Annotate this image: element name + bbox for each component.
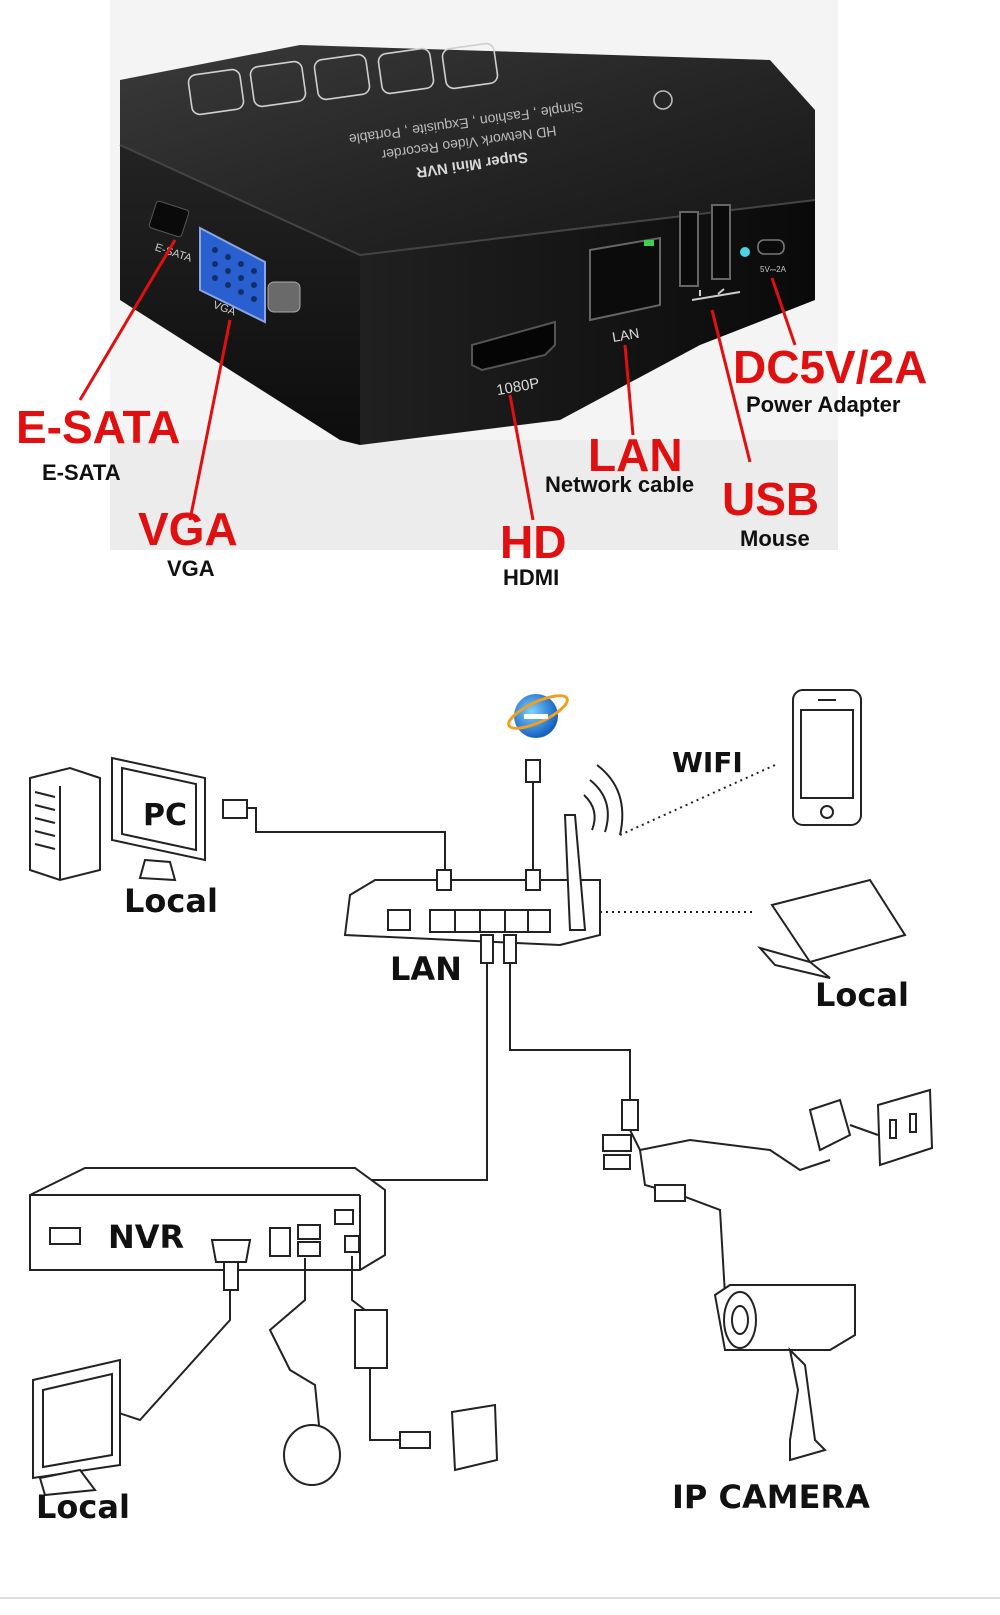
lan-callout-subtitle: Network cable — [545, 472, 695, 497]
device-edge-highlight — [119, 144, 816, 257]
nvr-label: NVR — [108, 1218, 185, 1256]
lan-port — [589, 236, 661, 322]
nvr-plug — [399, 1431, 431, 1449]
vga-plug — [223, 1261, 239, 1291]
ip-camera-icon — [713, 1284, 856, 1462]
pc-ethernet-plug — [222, 799, 248, 819]
vga-callout-title: VGA — [138, 503, 238, 555]
monitor-local-label: Local — [36, 1488, 130, 1526]
lan-port-label: LAN — [611, 325, 641, 345]
top-icons-row — [187, 42, 499, 116]
laptop-local-label: Local — [815, 976, 909, 1014]
power-led — [740, 247, 750, 257]
hd-callout-subtitle: HDMI — [503, 565, 560, 590]
vga-screw — [267, 281, 301, 313]
lan-callout-title: LAN — [588, 429, 683, 481]
router-camera-cable — [509, 950, 631, 1100]
nvr-power-cord — [369, 1368, 400, 1441]
usb-port-2 — [711, 204, 731, 280]
nvr-power-adapter — [354, 1309, 388, 1369]
router-camera-plug — [503, 934, 517, 964]
pc-label: PC — [143, 798, 188, 833]
camera-splitter-icon — [602, 1099, 831, 1296]
photo-backdrop-floor — [110, 440, 838, 550]
device-front-right — [360, 200, 815, 445]
laptop-icon — [757, 878, 907, 979]
callout-lines — [78, 239, 797, 521]
dc-callout-title: DC5V/2A — [733, 341, 928, 393]
mouse-cable — [268, 1258, 321, 1436]
lan-leader — [623, 344, 635, 436]
pc-tower-icon — [29, 766, 101, 882]
ip-camera-label: IP CAMERA — [672, 1478, 870, 1516]
hdmi-leader — [508, 394, 535, 521]
pc-monitor-icon — [111, 756, 206, 882]
phone-icon — [792, 689, 862, 826]
wifi-label: WIFI — [672, 746, 743, 779]
vga-leader — [188, 319, 232, 521]
ie-logo-icon — [507, 694, 569, 738]
lan-diagram-label: LAN — [390, 950, 462, 988]
esata-leader — [78, 239, 177, 401]
nvr-power-cable — [351, 1256, 366, 1311]
lan-led — [644, 240, 654, 246]
dc-port — [757, 239, 785, 255]
usb-callout-subtitle: Mouse — [740, 526, 810, 551]
device-top — [120, 45, 815, 255]
nvr-socket — [450, 1403, 499, 1472]
esata-port — [148, 200, 190, 238]
vga-cable — [109, 1262, 231, 1422]
power-button-icon — [653, 90, 673, 110]
usb-port-1 — [679, 211, 699, 287]
esata-callout-title: E-SATA — [16, 401, 181, 453]
ie-plug — [525, 759, 541, 783]
usb-icon — [691, 288, 741, 301]
router-nvr-plug — [480, 934, 494, 964]
dc-leader — [770, 277, 797, 346]
wifi-waves-icon — [583, 764, 624, 836]
nvr-box-icon — [29, 1167, 386, 1271]
local-monitor-icon — [32, 1358, 121, 1497]
router-icon — [343, 814, 601, 947]
usb-callout-title: USB — [722, 473, 820, 525]
esata-callout-subtitle: E-SATA — [42, 460, 121, 485]
dc-callout-subtitle: Power Adapter — [746, 392, 901, 417]
mouse-icon — [283, 1424, 341, 1486]
vga-callout-subtitle: VGA — [167, 556, 215, 581]
pc-local-label: Local — [124, 882, 218, 920]
camera-power-adapter-icon — [808, 1088, 934, 1167]
dc-port-label: 5V⎓2A — [760, 265, 787, 274]
pc-cable — [247, 807, 446, 880]
vga-pins — [212, 247, 257, 302]
wifi-dotted-line — [619, 764, 776, 836]
connection-diagram — [29, 689, 934, 1497]
usb-leader — [710, 309, 752, 463]
hdmi-port — [471, 320, 556, 372]
hd-callout-title: HD — [500, 516, 567, 568]
